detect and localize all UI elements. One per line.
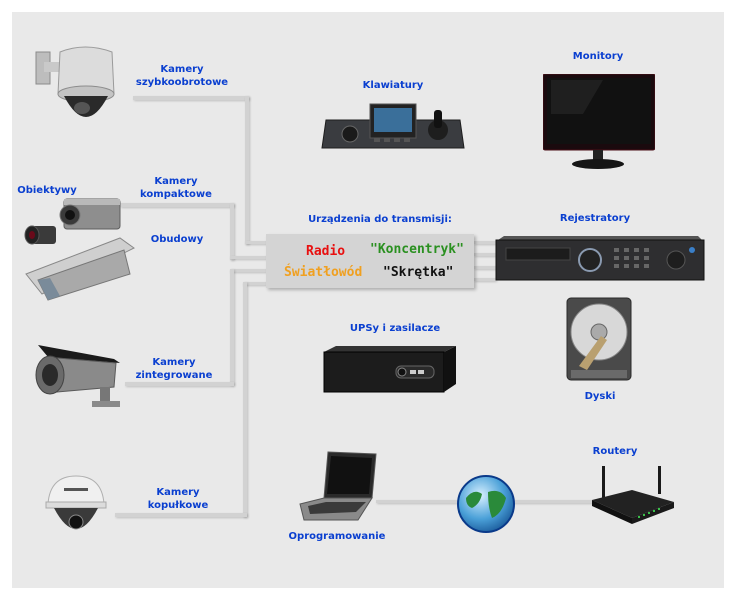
label-line: kopułkowe [147,500,209,511]
wire-compact-v [230,203,234,260]
bullet-camera-icon [35,345,120,407]
wire-dome-in [243,282,267,285]
transmission-koncentryk: "Koncentryk" [370,242,464,257]
dome-camera-icon [45,475,107,530]
label-transmission: Urządzenia do transmisji: [308,214,452,225]
camera-housing-icon [25,237,135,301]
label-disks: Dyski [584,391,616,402]
wire-recorder-1 [474,241,496,244]
label-recorders: Rejestratory [559,213,631,224]
speed-dome-camera-icon [35,46,115,117]
label-line: Kamery [152,357,196,368]
box-camera-icon [59,198,121,230]
wire-dome-h [115,513,247,517]
ptz-keyboard-icon [321,103,465,149]
wire-speed-dome-v [245,96,249,244]
transmission-swiatlowod: Światłowód [284,265,363,280]
transmission-radio: Radio [306,244,346,259]
label-routers: Routery [592,446,638,457]
label-ups: UPSy i zasilacze [349,323,441,334]
wire-compact-in [230,256,267,259]
lens-icon [24,225,56,245]
label-compact: Kamery kompaktowe [134,175,218,201]
wire-dome-v [243,282,247,517]
wire-speed-dome-in [245,241,267,244]
label-monitors: Monitory [572,51,624,62]
wire-recorder-4 [474,278,496,281]
ups-unit-icon [323,346,456,393]
lcd-monitor-icon [543,74,655,169]
label-integrated: Kamery zintegrowane [132,356,216,382]
wire-recorder-3 [474,266,496,269]
label-software: Oprogramowanie [288,531,386,542]
label-dome: Kamery kopułkowe [140,486,216,512]
transmission-skretka: "Skrętka" [383,265,454,280]
wire-speed-dome-h [133,96,249,100]
label-line: Kamery [156,487,200,498]
router-icon [592,466,674,524]
label-line: zintegrowane [135,370,213,381]
label-speed-dome: Kamery szybkoobrotowe [132,63,232,89]
label-housings: Obudowy [150,234,204,245]
label-line: Kamery [160,64,204,75]
wire-compact-h [120,203,234,207]
label-line: Kamery [154,176,198,187]
laptop-icon [299,451,377,521]
wire-integrated-in [230,269,267,272]
wire-integrated-v [230,269,234,385]
label-line: kompaktowe [140,189,212,200]
wire-recorder-2 [474,253,496,256]
label-lenses: Obiektywy [17,185,77,196]
transmission-box: Radio "Koncentryk" Światłowód "Skrętka" [266,234,474,288]
label-keyboards: Klawiatury [362,80,424,91]
label-line: szybkoobrotowe [135,77,229,88]
globe-icon [457,475,515,533]
dvr-recorder-icon [495,236,705,281]
wire-integrated-h [125,382,234,386]
hard-disk-icon [566,297,632,381]
